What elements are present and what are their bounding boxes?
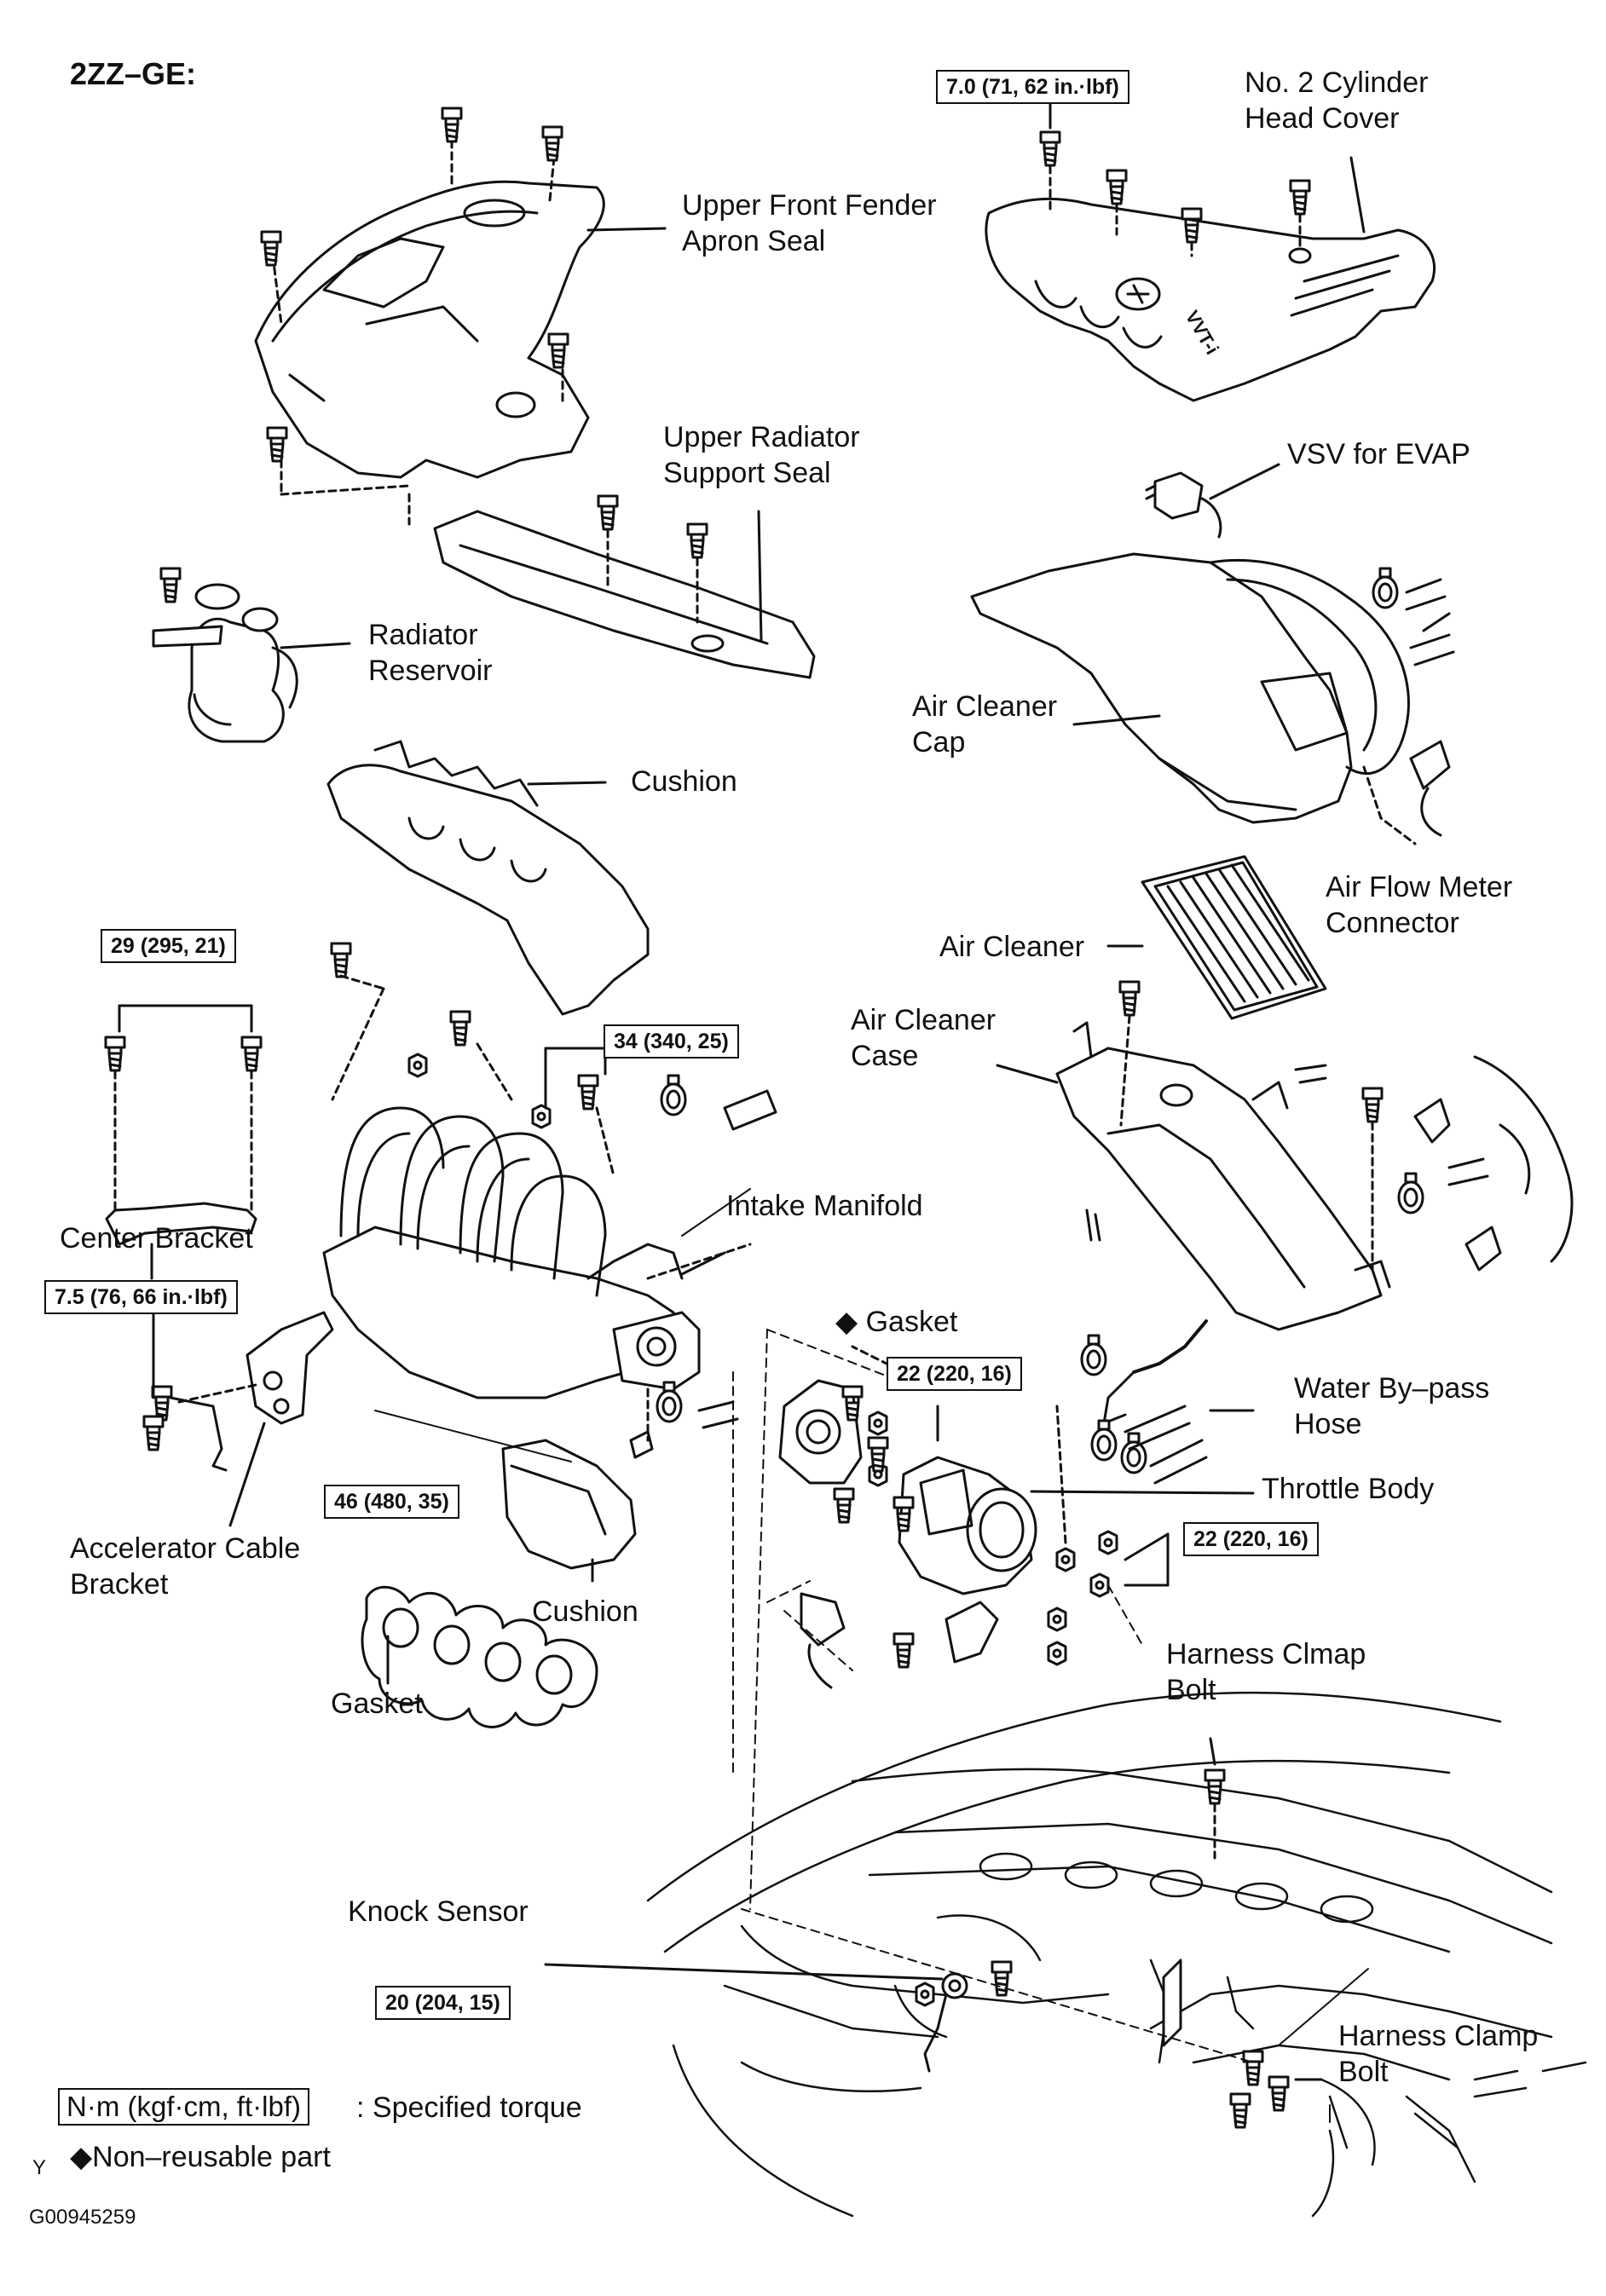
- upper-front-fender-apron-seal-drawing: [254, 107, 667, 496]
- label-cushion-bottom: Cushion: [532, 1595, 638, 1628]
- label-gasket: Gasket: [331, 1687, 423, 1720]
- cushion-bottom-drawing: [501, 1439, 637, 1583]
- label-throttle-body: Throttle Body: [1262, 1473, 1435, 1505]
- label-cushion-top: Cushion: [631, 765, 737, 798]
- torque-spec-22-a: 22 (220, 16): [887, 1357, 1022, 1391]
- torque-spec-7-5: 7.5 (76, 66 in.·lbf): [44, 1280, 238, 1314]
- label-air-cleaner: Air Cleaner: [939, 931, 1085, 963]
- label-accelerator-cable-bracket: Accelerator Cable Bracket: [70, 1532, 301, 1601]
- accelerator-cable-bracket-drawing: [142, 1311, 334, 1527]
- cylinder-head-cover-drawing: [985, 99, 1436, 402]
- label-harness-clmap-bolt: Harness Clmap Bolt: [1166, 1638, 1366, 1706]
- y-mark: Y: [32, 2156, 47, 2179]
- label-air-cleaner-case: Air Cleaner Case: [851, 1004, 997, 1072]
- air-cleaner-cap-drawing: [970, 552, 1455, 845]
- knock-sensor-drawing: [544, 1960, 1013, 2073]
- upper-radiator-support-seal-drawing: [407, 493, 816, 679]
- legend-torque-unit: N·m (kgf·cm, ft·lbf): [58, 2088, 309, 2126]
- cushion-top-drawing: [326, 740, 650, 1016]
- throttle-body-gasket-drawing: [778, 1379, 863, 1485]
- manifold-gasket-drawing: [361, 1585, 598, 1728]
- label-air-flow-meter-connector: Air Flow Meter Connector: [1326, 871, 1513, 939]
- legend-nonreusable: ◆Non–reusable part: [70, 2141, 331, 2173]
- throttle-body-drawing: [800, 1334, 1255, 1689]
- torque-spec-7-0: 7.0 (71, 62 in.·lbf): [936, 70, 1129, 104]
- label-harness-clamp-bolt: Harness Clamp Bolt: [1338, 2020, 1539, 2088]
- label-water-bypass-hose: Water By–pass Hose: [1294, 1372, 1490, 1440]
- radiator-reservoir-drawing: [152, 567, 351, 743]
- label-radiator-reservoir: Radiator Reservoir: [368, 619, 493, 687]
- label-vsv-for-evap: VSV for EVAP: [1287, 438, 1470, 470]
- torque-spec-20: 20 (204, 15): [375, 1986, 511, 2020]
- torque-spec-34: 34 (340, 25): [604, 1024, 739, 1059]
- label-center-bracket: Center Bracket: [60, 1222, 253, 1255]
- vsv-for-evap-drawing: [1145, 463, 1280, 539]
- engine-bay-drawing: [646, 1691, 1587, 2218]
- label-leader-lines: [374, 1188, 1369, 2123]
- label-upper-radiator-support-seal: Upper Radiator Support Seal: [663, 421, 860, 489]
- label-intake-manifold: Intake Manifold: [726, 1190, 923, 1222]
- label-upper-front-fender-apron-seal: Upper Front Fender Apron Seal: [682, 189, 937, 257]
- harness-clamp-bolts-drawing: [1162, 1737, 1323, 2129]
- label-air-cleaner-cap: Air Cleaner Cap: [912, 690, 1058, 759]
- diagram-title: 2ZZ–GE:: [70, 56, 197, 91]
- air-cleaner-element-drawing: [1106, 855, 1327, 1020]
- label-no2-cylinder-head-cover: No. 2 Cylinder Head Cover: [1245, 66, 1429, 135]
- label-gasket-nonreusable: ◆ Gasket: [835, 1306, 958, 1338]
- torque-spec-22-b: 22 (220, 16): [1183, 1522, 1319, 1556]
- legend-torque-desc: : Specified torque: [356, 2091, 582, 2124]
- air-cleaner-case-drawing: [996, 980, 1574, 1425]
- label-knock-sensor: Knock Sensor: [348, 1895, 529, 1928]
- intake-manifold-drawing: [322, 942, 777, 1459]
- torque-spec-46: 46 (480, 35): [324, 1485, 459, 1519]
- center-bracket-drawing: [104, 1004, 263, 1280]
- torque-spec-29: 29 (295, 21): [101, 929, 236, 963]
- figure-code: G00945259: [29, 2206, 136, 2229]
